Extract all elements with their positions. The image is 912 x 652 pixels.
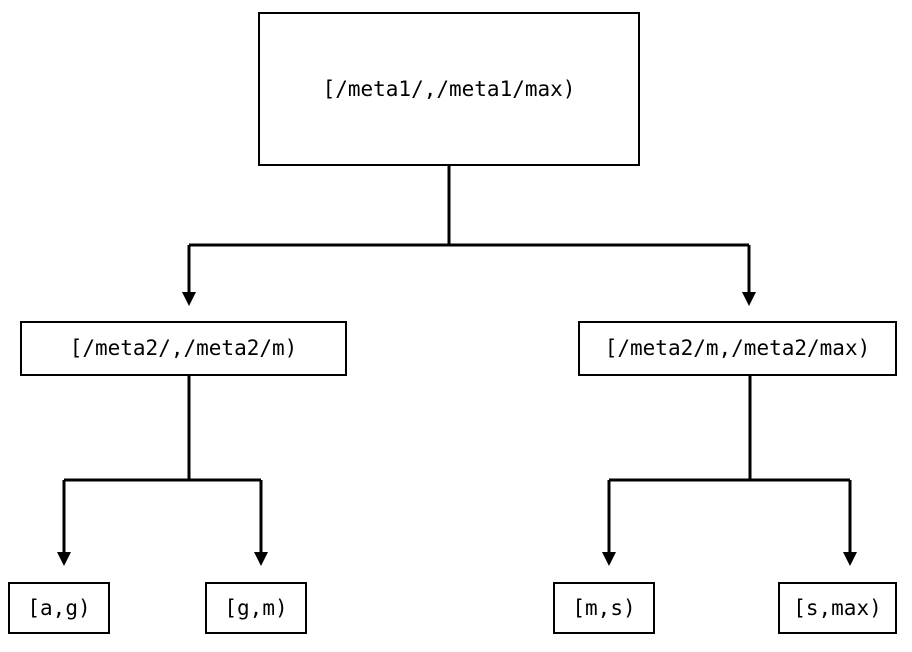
node-leaf-g-m-label: [g,m) xyxy=(224,595,288,620)
node-leaf-g-m[interactable]: [g,m) xyxy=(205,582,307,634)
arrowhead-mid-left-to-leaf-gm xyxy=(254,552,268,566)
node-root-label: [/meta1/,/meta1/max) xyxy=(322,76,576,101)
node-mid-right[interactable]: [/meta2/m,/meta2/max) xyxy=(578,321,897,376)
arrowhead-mid-right-to-leaf-ms xyxy=(602,552,616,566)
node-mid-right-label: [/meta2/m,/meta2/max) xyxy=(604,336,871,360)
arrowhead-mid-right-to-leaf-smax xyxy=(843,552,857,566)
node-leaf-a-g[interactable]: [a,g) xyxy=(8,582,110,634)
node-leaf-s-max[interactable]: [s,max) xyxy=(778,582,897,634)
arrowhead-root-to-mid-left xyxy=(182,292,196,306)
arrowhead-mid-left-to-leaf-ag xyxy=(57,552,71,566)
node-mid-left-label: [/meta2/,/meta2/m) xyxy=(69,336,298,360)
node-leaf-a-g-label: [a,g) xyxy=(27,595,91,620)
node-mid-left[interactable]: [/meta2/,/meta2/m) xyxy=(20,321,347,376)
arrowhead-root-to-mid-right xyxy=(742,292,756,306)
node-leaf-m-s-label: [m,s) xyxy=(572,595,636,620)
node-leaf-m-s[interactable]: [m,s) xyxy=(553,582,655,634)
node-root[interactable]: [/meta1/,/meta1/max) xyxy=(258,12,640,166)
node-leaf-s-max-label: [s,max) xyxy=(793,595,882,620)
